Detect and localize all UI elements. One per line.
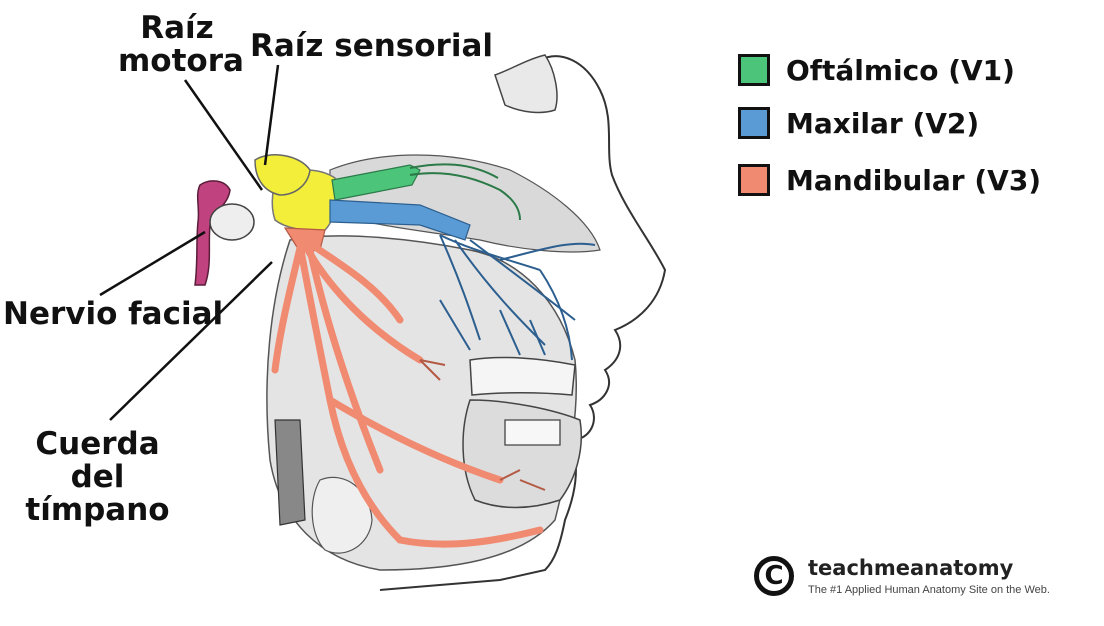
brand-text: teachmeanatomy The #1 Applied Human Anat… (808, 556, 1050, 596)
chorda-tympani-line-2: tímpano (10, 494, 185, 527)
legend-item-mandibular: Mandibular (V3) (738, 160, 1041, 200)
legend-swatch-mandibular (738, 164, 770, 196)
legend-label-ophthalmic: Oftálmico (V1) (786, 54, 1015, 87)
legend-label-maxillary: Maxilar (V2) (786, 107, 979, 140)
lower-jaw (463, 400, 581, 508)
legend-swatch-ophthalmic (738, 54, 770, 86)
motor-root-line-1: Raíz (118, 12, 236, 45)
brand-tagline: The #1 Applied Human Anatomy Site on the… (808, 584, 1050, 596)
upper-teeth (470, 358, 575, 395)
lower-teeth (505, 420, 560, 445)
vessel-structure (275, 420, 305, 525)
motor-root-line-2: motora (118, 45, 236, 78)
motor-root-label: Raíz motora (118, 12, 236, 78)
copyright-icon: C (754, 556, 794, 596)
leader-lines (100, 65, 278, 420)
skull-fragment (495, 55, 557, 112)
inner-ear (210, 204, 254, 240)
legend-swatch-maxillary (738, 107, 770, 139)
chorda-tympani-line-1: Cuerda del (10, 428, 185, 494)
legend-item-ophthalmic: Oftálmico (V1) (738, 50, 1015, 90)
legend-item-maxillary: Maxilar (V2) (738, 103, 979, 143)
brand-watermark: C teachmeanatomy The #1 Applied Human An… (754, 556, 1050, 596)
sensory-root-label: Raíz sensorial (250, 30, 493, 63)
chorda-tympani-label: Cuerda del tímpano (10, 428, 185, 527)
facial-nerve-label: Nervio facial (3, 298, 223, 331)
legend-label-mandibular: Mandibular (V3) (786, 164, 1041, 197)
brand-name: teachmeanatomy (808, 556, 1050, 580)
